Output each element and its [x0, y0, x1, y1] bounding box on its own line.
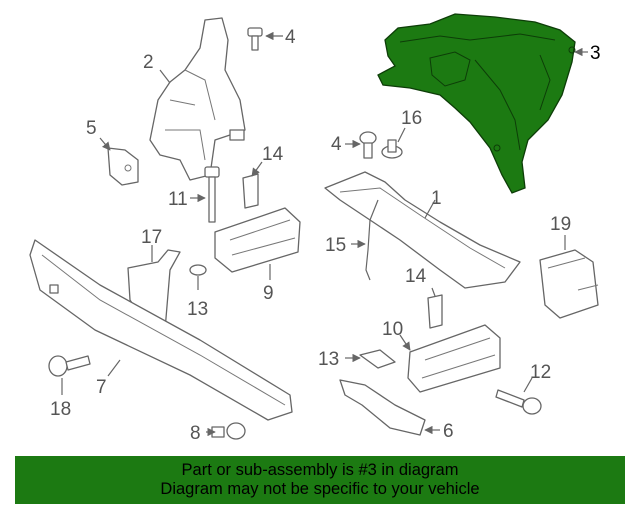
callout-4-mid: 4: [331, 134, 342, 155]
callout-2: 2: [143, 52, 154, 73]
callout-19: 19: [550, 214, 571, 235]
callout-18: 18: [50, 399, 71, 420]
callout-11: 11: [168, 189, 188, 210]
callout-17: 17: [141, 227, 162, 248]
callout-4-upper: 4: [285, 27, 296, 48]
part-9-bracket: [214, 207, 301, 273]
part-13-plate-lower: [359, 349, 396, 369]
part-14-clip-lower: [427, 294, 443, 329]
callout-8: 8: [190, 423, 201, 444]
callout-7: 7: [96, 377, 107, 398]
callout-14-upper: 14: [262, 144, 284, 165]
part-13-nut-upper: [189, 264, 207, 276]
callout-16: 16: [401, 108, 422, 129]
callout-13-lower: 13: [318, 349, 339, 370]
banner-line-1: Part or sub-assembly is #3 in diagram: [181, 461, 459, 479]
callout-6: 6: [443, 421, 454, 442]
part-8-bolt: [211, 422, 246, 440]
part-5-bracket: [107, 147, 139, 186]
part-7-bumper-beam: [29, 239, 293, 421]
callout-14-lower: 14: [405, 266, 427, 287]
callout-3: 3: [590, 43, 601, 64]
part-6-brace: [339, 379, 426, 436]
callout-15: 15: [325, 235, 346, 256]
part-2-bracket: [149, 17, 246, 181]
callout-9: 9: [263, 283, 274, 304]
part-15-rod: [365, 199, 379, 281]
part-19-module: [539, 249, 599, 319]
banner-line-2: Diagram may not be specific to your vehi…: [160, 480, 480, 498]
part-1-crossmember: [324, 171, 521, 289]
part-11-bolt: [204, 166, 220, 223]
part-4-bolt-mid: [359, 131, 377, 159]
callout-12: 12: [530, 362, 551, 383]
part-4-bolt-upper: [247, 27, 263, 51]
parts-diagram: 3 2 4 5 11 14 9 17: [29, 13, 601, 444]
callout-5: 5: [86, 118, 97, 139]
part-14-clip-upper: [242, 173, 259, 209]
part-3-highlighted-bracket[interactable]: [377, 13, 576, 194]
part-10-bracket: [407, 324, 501, 393]
callout-13-upper: 13: [187, 299, 208, 320]
part-18-bolt: [48, 355, 91, 377]
callout-10: 10: [382, 319, 403, 340]
callout-1: 1: [431, 188, 442, 209]
part-12-bolt: [495, 389, 542, 415]
info-banner: Part or sub-assembly is #3 in diagram Di…: [15, 456, 625, 504]
part-16-bolt: [381, 139, 403, 159]
